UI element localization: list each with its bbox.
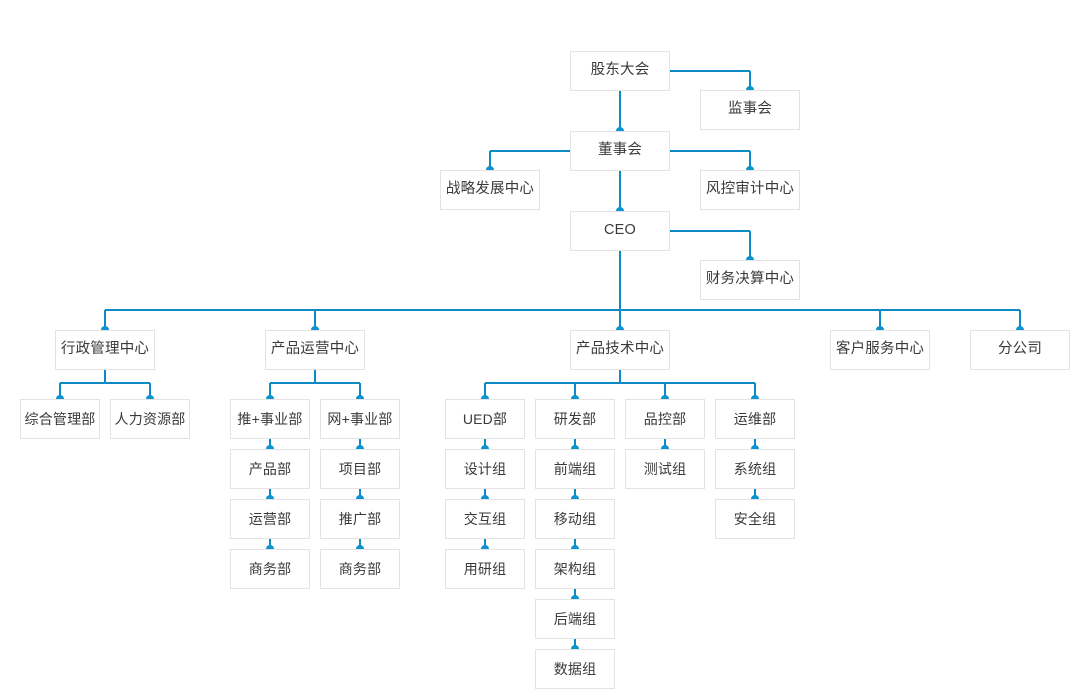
org-node[interactable]: 分公司 [970, 330, 1070, 370]
org-node[interactable]: CEO [570, 211, 670, 251]
org-node[interactable]: 产品技术中心 [570, 330, 670, 370]
org-node-label: 财务决算中心 [705, 271, 795, 288]
org-node[interactable]: 产品部 [230, 449, 310, 489]
org-node[interactable]: 商务部 [230, 549, 310, 589]
org-node-label: 推广部 [338, 510, 382, 527]
org-node-label: 客户服务中心 [835, 341, 925, 358]
org-node[interactable]: 研发部 [535, 399, 615, 439]
org-node-label: 设计组 [463, 460, 507, 477]
org-node-label: 后端组 [553, 610, 597, 627]
org-node-label: 股东大会 [590, 62, 650, 79]
org-node-label: 战略发展中心 [445, 181, 535, 198]
org-node[interactable]: 运营部 [230, 499, 310, 539]
org-node[interactable]: 网+事业部 [320, 399, 400, 439]
org-node-label: 网+事业部 [327, 410, 393, 427]
org-node-label: UED部 [462, 410, 508, 427]
org-node[interactable]: 战略发展中心 [440, 170, 540, 210]
org-node-label: 测试组 [643, 460, 687, 477]
org-node-label: 前端组 [553, 460, 597, 477]
org-node[interactable]: 综合管理部 [20, 399, 100, 439]
org-node-label: 风控审计中心 [705, 181, 795, 198]
org-node-label: 推+事业部 [237, 410, 303, 427]
org-node-label: 产品运营中心 [270, 341, 360, 358]
org-node[interactable]: 监事会 [700, 90, 800, 130]
org-node-label: 移动组 [553, 510, 597, 527]
org-node-label: 商务部 [338, 560, 382, 577]
org-node[interactable]: 项目部 [320, 449, 400, 489]
org-node[interactable]: 前端组 [535, 449, 615, 489]
org-node[interactable]: 安全组 [715, 499, 795, 539]
org-node[interactable]: 行政管理中心 [55, 330, 155, 370]
org-node-label: 综合管理部 [24, 410, 96, 427]
org-node[interactable]: 产品运营中心 [265, 330, 365, 370]
org-node[interactable]: 系统组 [715, 449, 795, 489]
org-node-label: 项目部 [338, 460, 382, 477]
org-node[interactable]: 风控审计中心 [700, 170, 800, 210]
org-node-label: 数据组 [553, 660, 597, 677]
org-node-label: 分公司 [997, 341, 1043, 358]
org-node[interactable]: 品控部 [625, 399, 705, 439]
org-node[interactable]: 推广部 [320, 499, 400, 539]
org-node-label: 交互组 [463, 510, 507, 527]
org-node-label: 产品技术中心 [575, 341, 665, 358]
org-node[interactable]: 推+事业部 [230, 399, 310, 439]
org-node[interactable]: 架构组 [535, 549, 615, 589]
org-node[interactable]: 交互组 [445, 499, 525, 539]
org-node-label: 研发部 [553, 410, 597, 427]
org-node[interactable]: 设计组 [445, 449, 525, 489]
org-node-label: 行政管理中心 [60, 341, 150, 358]
org-node-label: 安全组 [733, 510, 777, 527]
org-node-label: 用研组 [463, 560, 507, 577]
org-node-label: 架构组 [553, 560, 597, 577]
org-node[interactable]: 运维部 [715, 399, 795, 439]
org-node[interactable]: 股东大会 [570, 51, 670, 91]
org-node-label: CEO [603, 222, 637, 239]
org-node-label: 监事会 [727, 101, 773, 118]
org-node[interactable]: UED部 [445, 399, 525, 439]
org-node-label: 商务部 [248, 560, 292, 577]
org-node[interactable]: 数据组 [535, 649, 615, 689]
org-node-label: 运维部 [733, 410, 777, 427]
org-node-label: 系统组 [733, 460, 777, 477]
org-node[interactable]: 用研组 [445, 549, 525, 589]
org-node[interactable]: 后端组 [535, 599, 615, 639]
org-node-label: 运营部 [248, 510, 292, 527]
org-node-label: 品控部 [643, 410, 687, 427]
org-node[interactable]: 财务决算中心 [700, 260, 800, 300]
org-node[interactable]: 客户服务中心 [830, 330, 930, 370]
org-node[interactable]: 人力资源部 [110, 399, 190, 439]
org-node-label: 产品部 [248, 460, 292, 477]
org-node[interactable]: 测试组 [625, 449, 705, 489]
org-node[interactable]: 移动组 [535, 499, 615, 539]
org-node[interactable]: 商务部 [320, 549, 400, 589]
org-node-label: 人力资源部 [114, 410, 186, 427]
org-node-label: 董事会 [597, 142, 643, 159]
org-node[interactable]: 董事会 [570, 131, 670, 171]
